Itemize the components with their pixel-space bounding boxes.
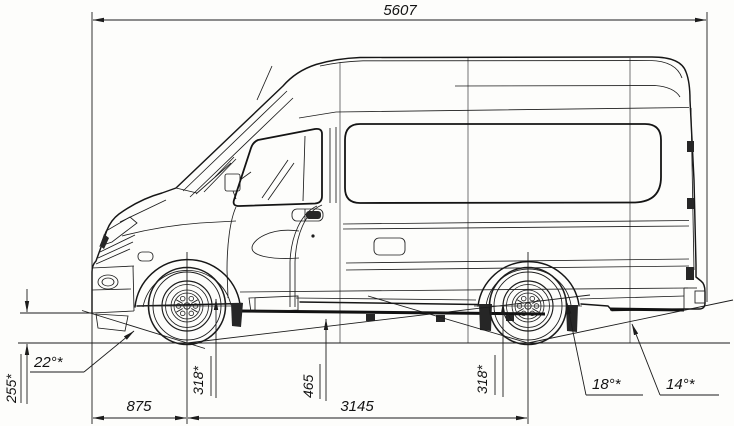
ramp-angle-line-front xyxy=(186,294,591,344)
dim-mid-clearance-label: 465 xyxy=(300,374,316,398)
rear-door-hinge xyxy=(687,198,694,209)
dim-front-axle-clearance-label: 318* xyxy=(190,366,206,395)
cab-door-window xyxy=(232,127,323,207)
departure-angle-line xyxy=(527,299,734,344)
headlight-icon xyxy=(99,216,138,247)
approach-angle-line xyxy=(81,310,206,349)
front-end-details xyxy=(91,199,167,332)
fog-lamp-icon xyxy=(97,274,119,290)
mud-flap xyxy=(231,303,243,327)
angle-lines xyxy=(18,294,734,349)
section-lines xyxy=(339,58,631,343)
van-body xyxy=(91,56,706,346)
underbody-frame xyxy=(239,295,685,322)
ramp-angle-line-rear xyxy=(367,295,529,344)
dim-approach-angle-label: 22°* xyxy=(33,354,64,371)
antenna xyxy=(256,65,273,101)
mud-flap xyxy=(479,304,492,331)
keyhole xyxy=(311,234,315,238)
cab-step xyxy=(248,295,299,313)
rear-end-details xyxy=(683,107,706,309)
dim-departure-angle-label: 14°* xyxy=(666,376,696,393)
dim-front-overhang-label: 875 xyxy=(126,398,152,415)
dim-rear-axle-clearance-label: 318* xyxy=(474,365,490,394)
dim-overall-length-label: 5607 xyxy=(383,2,417,19)
door-handle-icon xyxy=(291,208,324,222)
rear-door-hinge xyxy=(687,141,694,152)
turn-signal-icon xyxy=(137,251,154,262)
dim-front-lower-clearance-label: 255* xyxy=(3,374,19,404)
fuel-filler-flap xyxy=(373,237,406,256)
dimension-annotations: 5607 875 3145 255* 22°* 318* 465 318* 18… xyxy=(3,2,719,424)
dim-ramp-angle-label: 18°* xyxy=(592,376,622,393)
rear-step-cap xyxy=(694,290,706,304)
rear-door-latch xyxy=(686,267,694,280)
dim-wheelbase-label: 3145 xyxy=(340,398,374,415)
cargo-side-window xyxy=(344,123,662,204)
door-swage-line xyxy=(251,229,300,259)
